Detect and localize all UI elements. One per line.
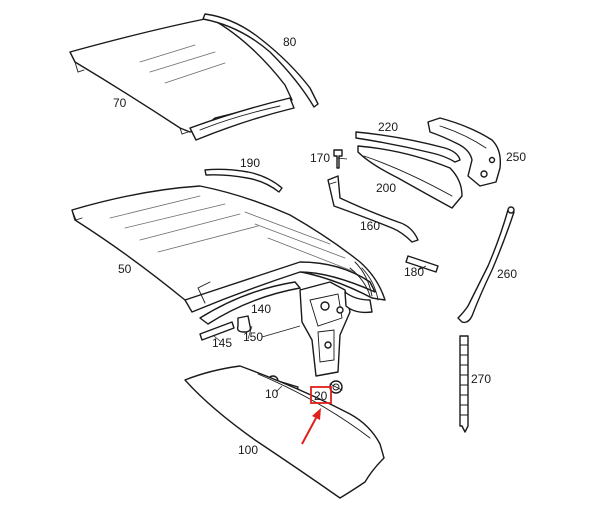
part-170-bolt (333, 149, 343, 169)
part-190-hose (204, 168, 283, 193)
label-170: 170 (310, 151, 330, 165)
label-80: 80 (283, 35, 297, 49)
label-260: 260 (497, 267, 517, 281)
part-160-rail-arm (327, 175, 419, 243)
label-100: 100 (238, 443, 258, 457)
label-270: 270 (471, 372, 491, 386)
part-145-pin (199, 321, 235, 341)
part-180-pin (405, 255, 439, 273)
label-180: 180 (404, 265, 424, 279)
part-80-seal-strip (202, 13, 319, 108)
label-140: 140 (251, 302, 271, 316)
label-190: 190 (240, 156, 260, 170)
part-200-cover-panel (357, 145, 463, 209)
highlight-arrow-head (312, 408, 321, 420)
part-270-threaded-rod (459, 335, 469, 433)
label-220: 220 (378, 120, 398, 134)
leader-lines (213, 157, 427, 393)
highlight-callout (301, 386, 332, 445)
label-10: 10 (265, 387, 279, 401)
label-250: 250 (506, 150, 526, 164)
label-20: 20 (314, 389, 328, 403)
label-160: 160 (360, 219, 380, 233)
part-labels: 80 70 220 190 170 250 200 160 50 260 180… (113, 35, 526, 457)
label-70: 70 (113, 96, 127, 110)
part-70-roof-panel (69, 17, 295, 141)
label-200: 200 (376, 181, 396, 195)
label-145: 145 (212, 336, 232, 350)
part-50-roof-shell (71, 185, 386, 313)
label-50: 50 (118, 262, 132, 276)
part-100-lower-panel (184, 365, 385, 499)
highlight-arrow-shaft (301, 417, 317, 445)
hinge-mechanism (299, 261, 379, 377)
highlight-box (310, 386, 332, 404)
part-250-bracket (427, 117, 502, 187)
part-260-cable (457, 206, 515, 324)
part-150-clip (236, 315, 252, 333)
label-150: 150 (243, 330, 263, 344)
part-220-trim-strip (355, 131, 461, 163)
